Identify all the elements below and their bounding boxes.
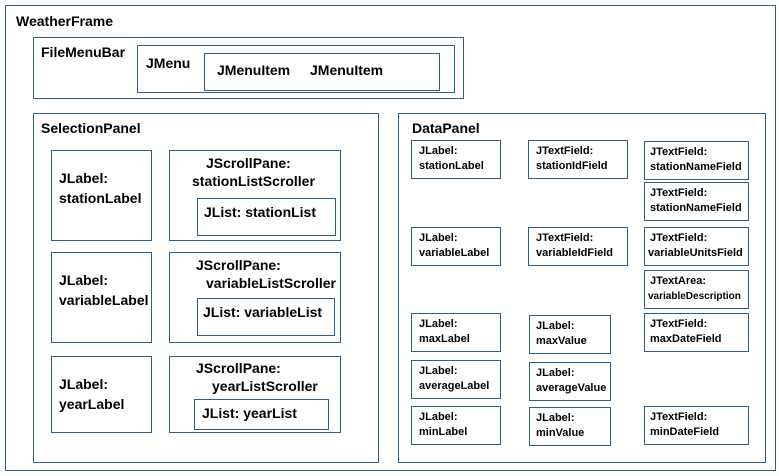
station-list-label: JList: stationList bbox=[204, 204, 317, 220]
max-date-field-name: maxDateField bbox=[650, 333, 722, 345]
station-list-scroller-name: stationListScroller bbox=[192, 173, 315, 189]
dp-station-label-name: stationLabel bbox=[419, 160, 484, 172]
average-label-name: averageLabel bbox=[419, 380, 490, 392]
year-list[interactable] bbox=[194, 399, 329, 430]
year-list-label: JList: yearList bbox=[202, 405, 297, 421]
weather-frame-title: WeatherFrame bbox=[16, 13, 114, 29]
dp-station-label bbox=[411, 140, 501, 179]
max-label-name: maxLabel bbox=[419, 333, 470, 345]
file-menu-bar-title: FileMenuBar bbox=[41, 44, 126, 60]
variable-description-name: variableDescription bbox=[648, 291, 741, 302]
station-label-box bbox=[51, 150, 152, 241]
variable-list[interactable] bbox=[197, 298, 335, 336]
station-name-field-2[interactable] bbox=[644, 182, 749, 221]
variable-list-scroller-type: JScrollPane: bbox=[196, 257, 281, 273]
station-id-field-type: JTextField: bbox=[536, 145, 594, 157]
dp-variable-label-type: JLabel: bbox=[419, 232, 458, 244]
average-value-type: JLabel: bbox=[536, 367, 575, 379]
station-label-type: JLabel: bbox=[59, 170, 109, 186]
variable-id-field-type: JTextField: bbox=[536, 232, 594, 244]
average-value-name: averageValue bbox=[536, 382, 607, 394]
min-date-field-name: minDateField bbox=[650, 426, 720, 438]
min-value bbox=[529, 407, 611, 446]
min-label bbox=[411, 406, 501, 445]
variable-id-field-name: variableIdField bbox=[536, 247, 614, 259]
min-value-type: JLabel: bbox=[536, 412, 575, 424]
max-value-name: maxValue bbox=[536, 335, 587, 347]
max-label-type: JLabel: bbox=[419, 318, 458, 330]
jmenuitem-2[interactable]: JMenuItem bbox=[310, 62, 384, 78]
year-list-scroller-type: JScrollPane: bbox=[196, 360, 281, 376]
dp-variable-label bbox=[411, 227, 501, 266]
station-id-field[interactable] bbox=[528, 140, 628, 179]
variable-list-label: JList: variableList bbox=[203, 304, 323, 320]
variable-label-box bbox=[51, 252, 152, 343]
station-list[interactable] bbox=[197, 198, 336, 236]
dp-station-label-type: JLabel: bbox=[419, 145, 458, 157]
variable-label-name: variableLabel bbox=[59, 292, 149, 308]
data-panel-title: DataPanel bbox=[412, 120, 480, 136]
station-name-field-2-name: stationNameField bbox=[650, 202, 742, 214]
station-name-field-1-type: JTextField: bbox=[650, 146, 708, 158]
jmenu-items-container bbox=[204, 53, 440, 91]
max-value-type: JLabel: bbox=[536, 320, 575, 332]
year-list-scroller-name: yearListScroller bbox=[212, 378, 318, 394]
max-label bbox=[411, 313, 501, 352]
variable-list-scroller-name: variableListScroller bbox=[206, 275, 336, 291]
min-label-type: JLabel: bbox=[419, 411, 458, 423]
min-date-field-type: JTextField: bbox=[650, 411, 708, 423]
selection-panel-title: SelectionPanel bbox=[41, 120, 141, 136]
station-name-field-2-type: JTextField: bbox=[650, 187, 708, 199]
variable-description[interactable] bbox=[644, 270, 749, 309]
jmenuitem-1[interactable]: JMenuItem bbox=[217, 62, 291, 78]
variable-units-field-name: variableUnitsField bbox=[648, 247, 743, 259]
average-label-type: JLabel: bbox=[419, 365, 458, 377]
station-id-field-name: stationIdField bbox=[536, 160, 608, 172]
year-label-box bbox=[51, 356, 152, 433]
variable-units-field-type: JTextField: bbox=[650, 232, 708, 244]
min-label-name: minLabel bbox=[419, 426, 468, 438]
min-date-field[interactable] bbox=[644, 406, 749, 445]
variable-label-type: JLabel: bbox=[59, 272, 109, 288]
variable-description-type: JTextArea: bbox=[650, 275, 707, 287]
dp-variable-label-name: variableLabel bbox=[419, 247, 490, 259]
variable-units-field[interactable] bbox=[644, 227, 749, 266]
max-value bbox=[529, 315, 611, 354]
average-value bbox=[529, 362, 611, 401]
station-list-scroller-type: JScrollPane: bbox=[206, 155, 291, 171]
station-name-field-1[interactable] bbox=[644, 141, 749, 180]
average-label bbox=[411, 360, 501, 399]
min-value-name: minValue bbox=[536, 427, 585, 439]
year-label-name: yearLabel bbox=[59, 396, 125, 412]
jmenu-label: JMenu bbox=[146, 55, 191, 71]
max-date-field-type: JTextField: bbox=[650, 318, 708, 330]
station-name-field-1-name: stationNameField bbox=[650, 161, 742, 173]
max-date-field[interactable] bbox=[644, 313, 749, 352]
variable-id-field[interactable] bbox=[528, 227, 628, 266]
year-label-type: JLabel: bbox=[59, 376, 109, 392]
station-label-name: stationLabel bbox=[59, 190, 142, 206]
